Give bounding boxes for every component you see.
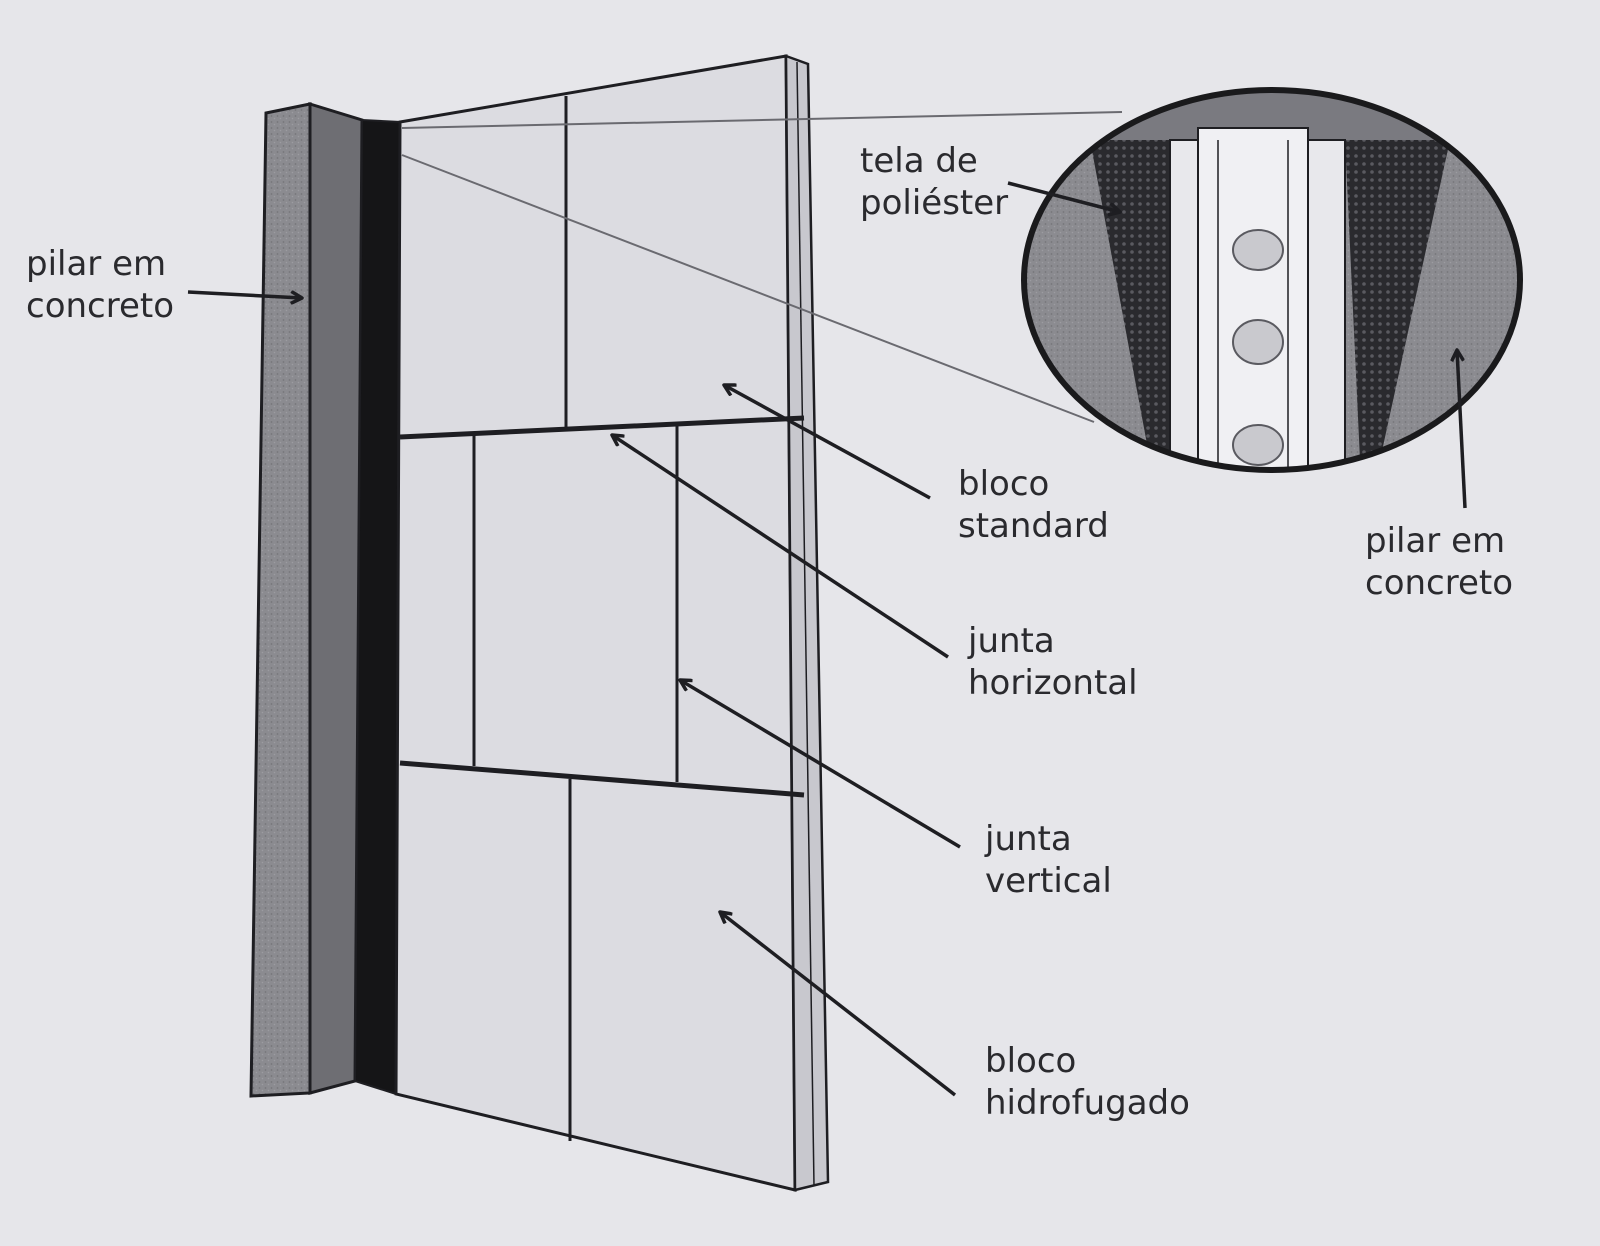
arrow-bloco-hidrofugado — [720, 912, 957, 1097]
arrow-bloco-standard — [724, 385, 931, 500]
label-line: vertical — [985, 861, 1112, 901]
label-bloco-standard: bloco standard — [958, 463, 1109, 547]
label-line: junta — [968, 621, 1055, 661]
label-pilar-em-concreto-right: pilar em concreto — [1365, 520, 1513, 604]
label-line: pilar em — [26, 244, 167, 284]
arrow-pilar-right — [1457, 350, 1467, 509]
label-line: junta — [985, 819, 1072, 859]
label-line: standard — [958, 506, 1109, 546]
label-line: poliéster — [860, 183, 1009, 223]
label-line: pilar em — [1365, 521, 1506, 561]
arrow-junta-horizontal — [612, 435, 949, 659]
leader-arrows — [187, 181, 1467, 1097]
polyester-mesh-right — [1345, 140, 1450, 460]
arrow-junta-vertical — [680, 680, 961, 849]
arrow-pilar-left — [187, 290, 302, 298]
label-line: hidrofugado — [985, 1083, 1190, 1123]
detail-callout — [1021, 87, 1523, 473]
label-pilar-em-concreto-left: pilar em concreto — [26, 243, 174, 327]
label-junta-vertical: junta vertical — [985, 818, 1112, 902]
joint-band — [353, 118, 402, 1096]
label-line: horizontal — [968, 663, 1138, 703]
arrow-tela — [1007, 181, 1120, 212]
label-line: concreto — [1365, 563, 1514, 603]
label-tela-de-poliester: tela de poliéster — [860, 140, 1008, 224]
concrete-pillar-left — [249, 101, 364, 1098]
wall-face — [394, 54, 830, 1192]
label-line: bloco — [958, 464, 1050, 504]
horizontal-joint-upper — [399, 415, 805, 440]
label-line: concreto — [26, 286, 175, 326]
label-line: bloco — [985, 1041, 1077, 1081]
horizontal-joint-lower — [399, 760, 805, 798]
label-line: tela de — [860, 141, 978, 181]
polyester-mesh-left — [1090, 140, 1170, 460]
label-bloco-hidrofugado: bloco hidrofugado — [985, 1040, 1190, 1124]
label-junta-horizontal: junta horizontal — [968, 620, 1138, 704]
